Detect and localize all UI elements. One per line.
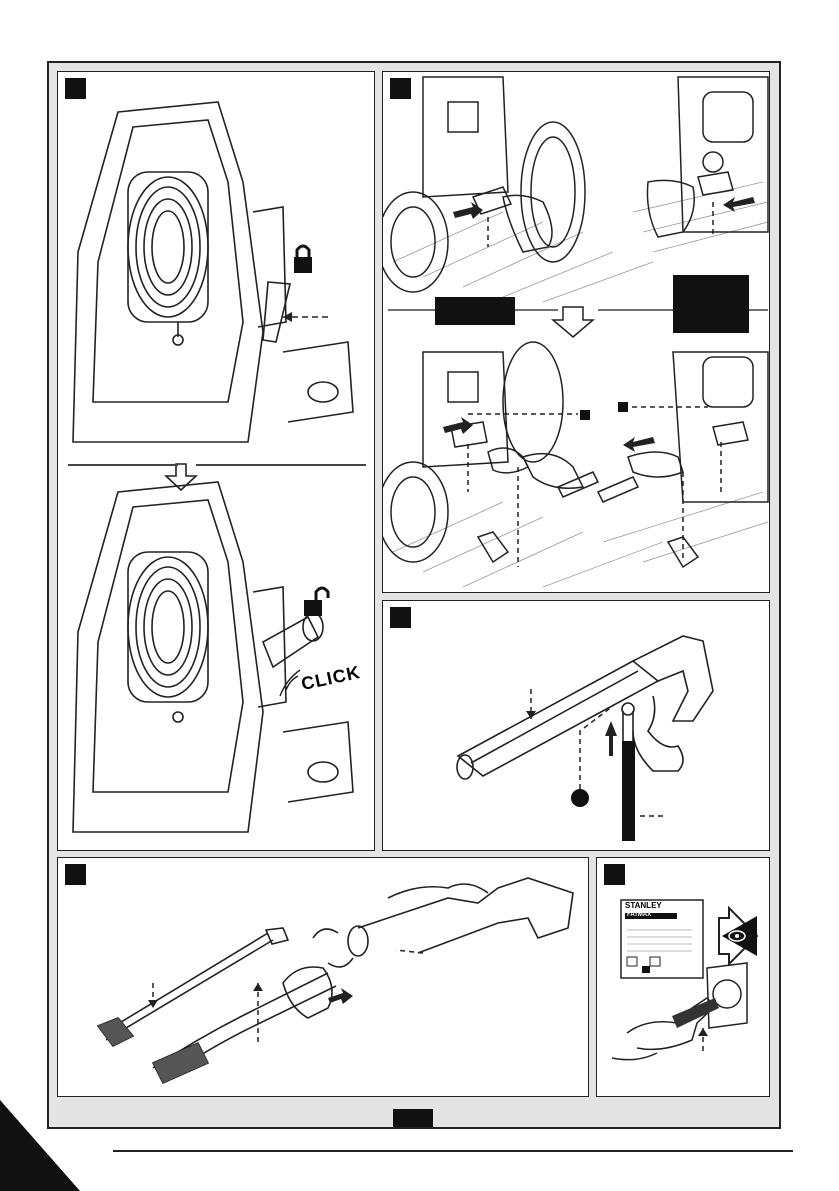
page-number-box — [393, 1109, 433, 1127]
label-sub-text: FATMAX — [627, 912, 675, 919]
rating-label-and-plug-illustration — [597, 858, 770, 1097]
panel-1: CLICK — [57, 71, 375, 851]
pressure-washer-illustration-top — [58, 72, 375, 851]
panel-2 — [382, 71, 770, 593]
spray-gun-illustration — [383, 601, 770, 851]
padlock-open-icon — [304, 588, 328, 616]
panel-3 — [382, 600, 770, 851]
page-corner-triangle — [0, 1100, 80, 1191]
padlock-closed-icon — [294, 246, 312, 273]
panel-4 — [57, 857, 589, 1097]
eye-warning-icon — [719, 908, 757, 964]
bottom-rule — [113, 1150, 793, 1152]
lance-connection-illustration — [58, 858, 589, 1097]
panel-1-divider-left — [68, 464, 178, 466]
hose-connection-illustration — [383, 72, 770, 593]
panel-1-divider-right — [196, 464, 366, 466]
label-brand-text: STANLEY — [625, 902, 675, 911]
panel-5: STANLEY FATMAX — [596, 857, 770, 1097]
